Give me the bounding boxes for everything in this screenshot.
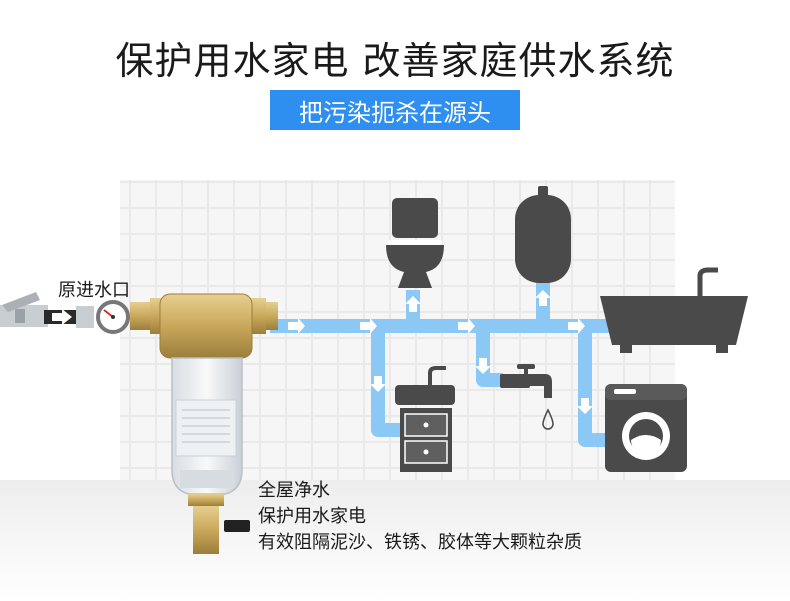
toilet-icon [386, 198, 444, 288]
filter-caption: 全屋净水 保护用水家电 有效阻隔泥沙、铁锈、胶体等大颗粒杂质 [258, 478, 582, 556]
flow-arrows [288, 290, 593, 414]
floor [0, 480, 790, 601]
washing-machine-icon [605, 384, 687, 472]
faucet-icon [500, 364, 554, 430]
inlet-label: 原进水口 [58, 280, 130, 301]
caption-line-3: 有效阻隔泥沙、铁锈、胶体等大颗粒杂质 [258, 532, 582, 553]
pressure-gauge-icon [96, 300, 130, 334]
pre-filter-icon [130, 293, 278, 554]
caption-line-1: 全屋净水 [258, 480, 330, 501]
subtitle-banner: 把污染扼杀在源头 [270, 90, 520, 130]
inlet-valve [0, 292, 94, 328]
water-heater-icon [515, 186, 571, 283]
bathtub-icon [600, 267, 748, 353]
page-title: 保护用水家电 改善家庭供水系统 [115, 39, 675, 83]
caption-line-2: 保护用水家电 [258, 506, 366, 527]
washbasin-icon [395, 366, 455, 472]
